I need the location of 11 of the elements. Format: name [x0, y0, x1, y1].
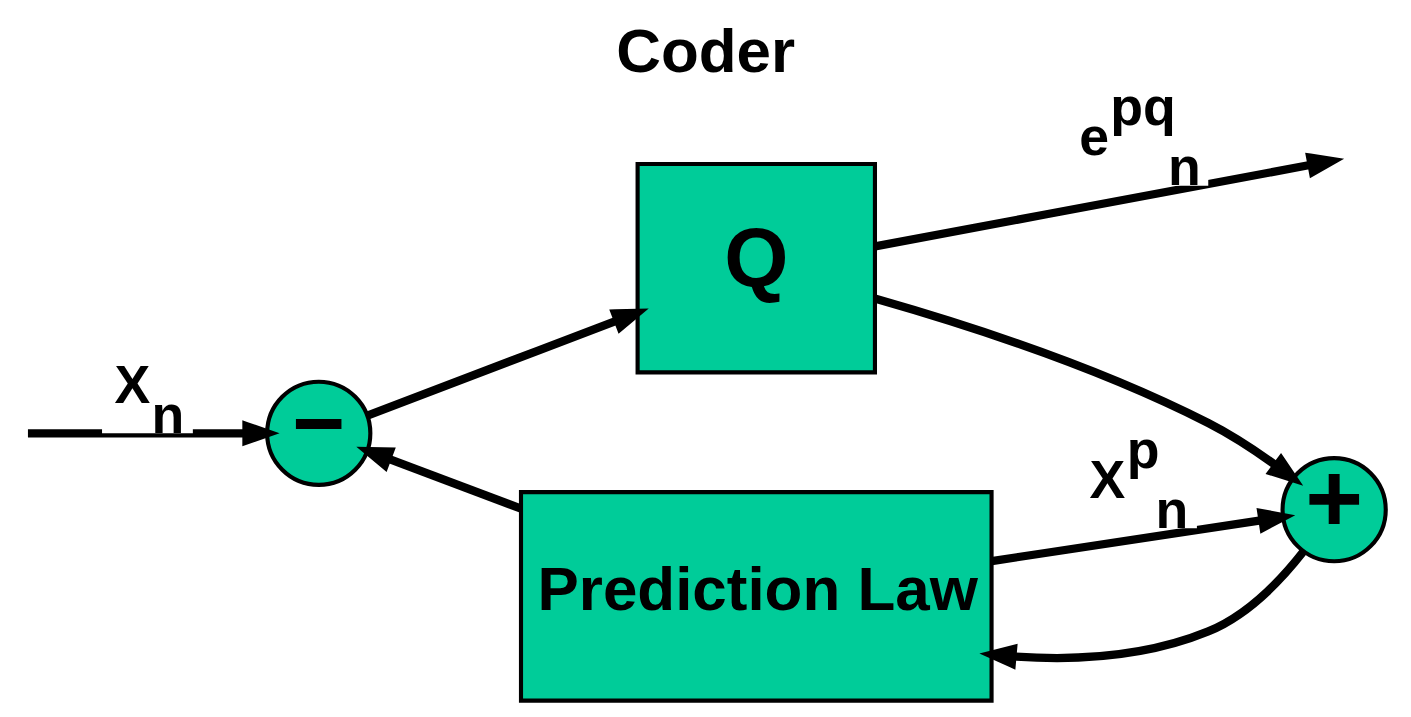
arrow: [366, 308, 649, 420]
arrow: [355, 446, 522, 513]
node-box: Q: [635, 161, 877, 375]
arrow: [990, 507, 1295, 566]
node-circle: +: [1280, 456, 1388, 564]
arrow: [27, 420, 280, 447]
arrow: [978, 549, 1307, 670]
node-box: Prediction Law: [518, 490, 994, 703]
node-circle: −: [264, 379, 372, 487]
diagram-title: Coder: [615, 16, 795, 86]
arrow: [874, 294, 1303, 486]
